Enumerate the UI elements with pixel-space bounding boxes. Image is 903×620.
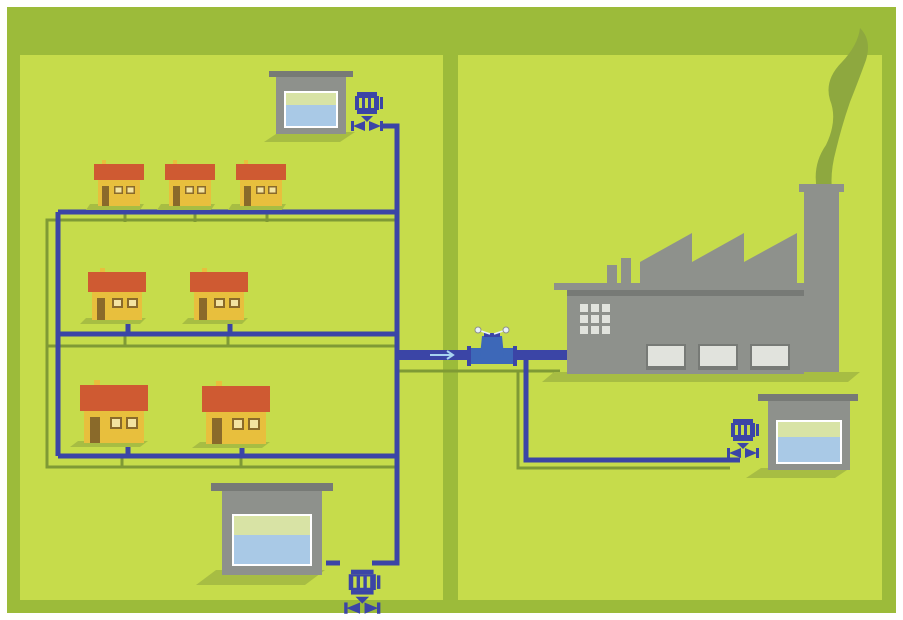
top-residential-tank <box>264 71 355 142</box>
flow-arrow-icon <box>430 350 455 360</box>
main-valve-icon <box>467 326 517 366</box>
smoke <box>815 28 868 190</box>
green-secondary-pipes <box>45 212 730 470</box>
window-grid <box>580 304 610 334</box>
factory <box>542 28 868 382</box>
factory-large-windows <box>646 344 790 370</box>
industrial-tank <box>746 394 858 478</box>
blue-main-pipes <box>55 123 740 566</box>
bottom-residential-tank <box>196 483 333 585</box>
